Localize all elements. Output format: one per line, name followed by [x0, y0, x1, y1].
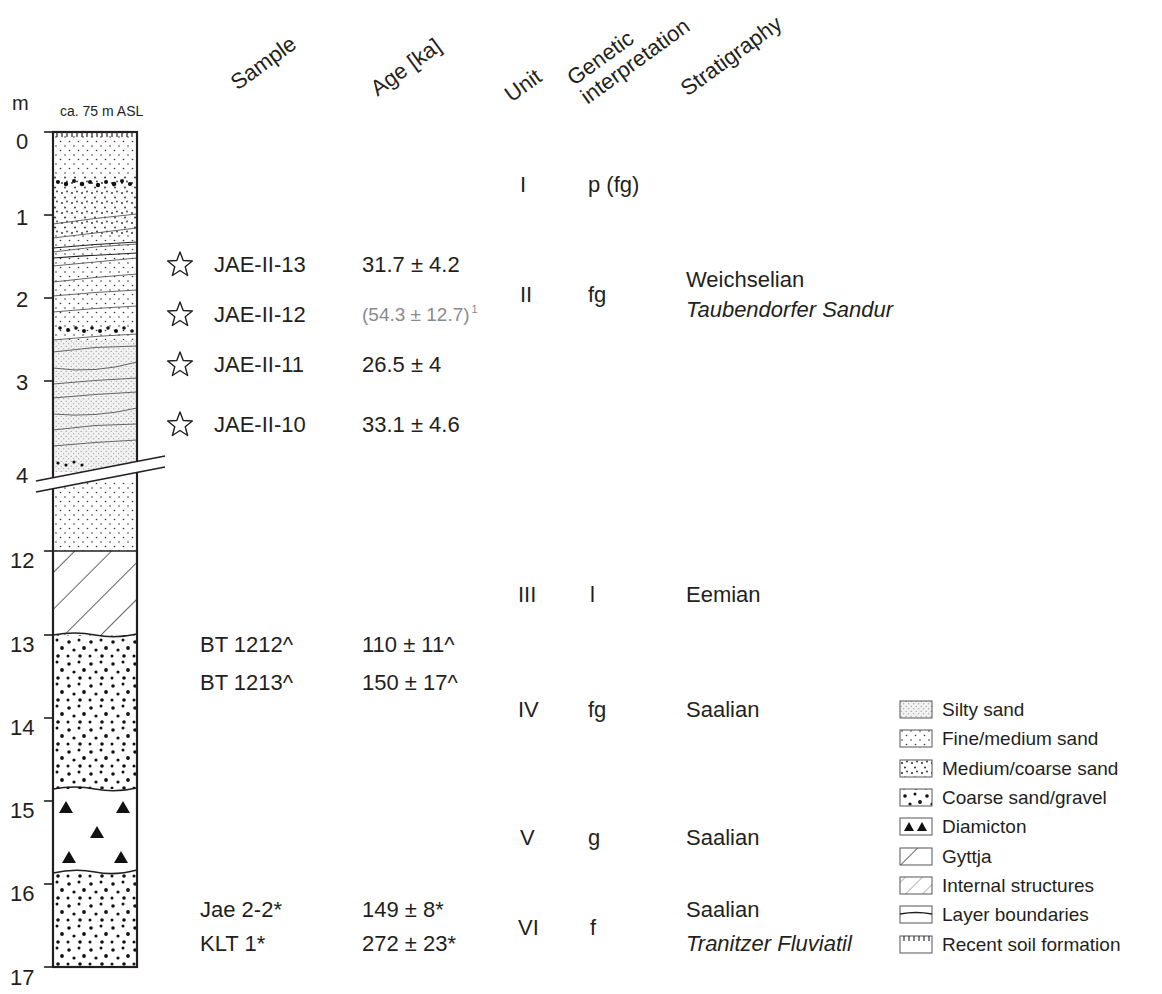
log-label: 1: [16, 206, 28, 230]
log-label: V: [520, 826, 535, 850]
log-label: 150 ± 17^: [362, 671, 458, 695]
log-label: KLT 1*: [200, 932, 265, 956]
log-label: 12: [10, 549, 34, 573]
log-label: I: [520, 173, 526, 197]
log-label: fg: [588, 698, 606, 722]
log-label: 31.7 ± 4.2: [362, 253, 460, 277]
log-label: 33.1 ± 4.6: [362, 413, 460, 437]
log-label: 110 ± 11^: [362, 633, 455, 657]
log-label: 15: [10, 799, 34, 823]
legend-text: Diamicton: [942, 817, 1026, 838]
log-label: fg: [588, 283, 606, 307]
log-label: m: [12, 92, 29, 114]
log-label: 13: [10, 633, 34, 657]
log-label: 16: [10, 882, 34, 906]
log-label: III: [518, 583, 536, 607]
legend-text: Fine/medium sand: [942, 729, 1098, 750]
log-label: (54.3 ± 12.7): [362, 305, 470, 326]
log-label: II: [520, 283, 532, 307]
log-label: Saalian: [686, 698, 759, 722]
log-label: VI: [518, 916, 539, 940]
log-label: BT 1212^: [200, 633, 293, 657]
legend-text: Internal structures: [942, 876, 1094, 897]
log-label: 26.5 ± 4: [362, 353, 441, 377]
log-label: g: [588, 826, 600, 850]
legend-text: Silty sand: [942, 700, 1024, 721]
log-label: l: [590, 583, 595, 607]
log-label: JAE-II-12: [214, 303, 306, 327]
legend-text: Recent soil formation: [942, 935, 1120, 956]
log-label: 14: [10, 716, 34, 740]
column-header: Sample: [226, 31, 300, 94]
log-label: JAE-II-13: [214, 253, 306, 277]
log-label: 4: [16, 464, 28, 488]
log-label: 3: [16, 371, 28, 395]
log-label: 272 ± 23*: [362, 932, 456, 956]
log-label: ca. 75 m ASL: [60, 104, 143, 119]
log-label: Jae 2-2*: [200, 898, 282, 922]
log-label: 17: [10, 966, 34, 990]
column-header: Unit: [500, 64, 545, 106]
legend-text: Layer boundaries: [942, 905, 1089, 926]
log-label: 0: [16, 130, 28, 154]
log-label: Saalian: [686, 826, 759, 850]
log-label: Weichselian: [686, 268, 804, 292]
log-label: 1: [472, 303, 478, 315]
log-label: 149 ± 8*: [362, 898, 444, 922]
log-label: Saalian: [686, 898, 759, 922]
log-label: JAE-II-10: [214, 413, 306, 437]
log-label: Tranitzer Fluviatil: [686, 932, 852, 956]
column-header: Age [ka]: [366, 34, 445, 100]
legend-text: Medium/coarse sand: [942, 759, 1118, 780]
log-label: f: [590, 916, 596, 940]
log-label: BT 1213^: [200, 671, 293, 695]
log-label: 2: [16, 288, 28, 312]
legend-text: Coarse sand/gravel: [942, 788, 1107, 809]
log-label: Taubendorfer Sandur: [686, 298, 893, 322]
legend-text: Gyttja: [942, 847, 992, 868]
log-label: JAE-II-11: [214, 353, 304, 377]
log-label: Eemian: [686, 583, 761, 607]
log-label: p (fg): [588, 173, 639, 197]
log-label: IV: [518, 698, 539, 722]
